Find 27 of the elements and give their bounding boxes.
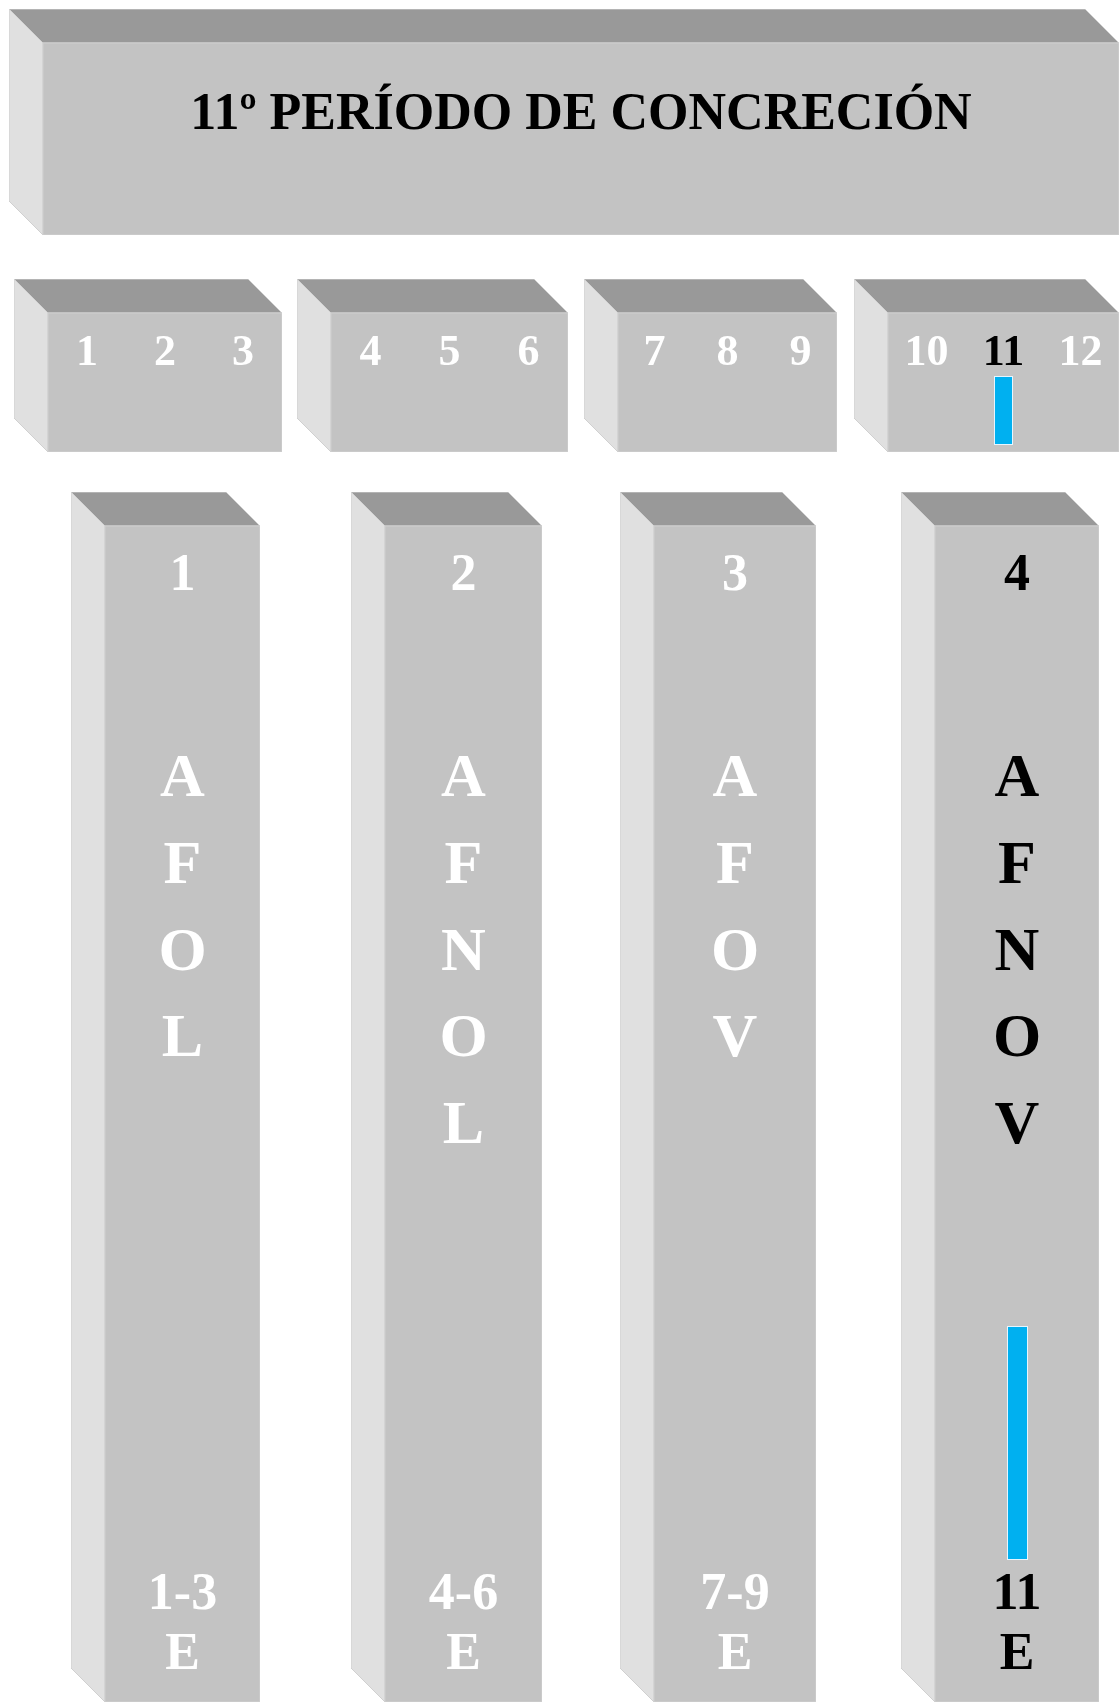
month-number: 1 [75,325,99,377]
title-text: 11º PERÍODO DE CONCRECIÓN [189,82,973,142]
month-number: 4 [358,325,383,377]
month-number: 5 [437,325,462,377]
month-number: 10 [903,325,950,377]
month-number: 6 [516,325,541,377]
column-number: 2 [449,543,478,603]
column-number: 1 [168,543,197,603]
month-number: 11 [981,325,1026,377]
column-number: 4 [1003,543,1031,603]
range-label: 11 E [991,1562,1043,1682]
range-label: 7-9 E [699,1562,771,1682]
column-number: 3 [721,543,749,603]
range-label: 4-6 E [427,1562,500,1682]
month-number: 8 [715,325,740,377]
vertical-letters: A F N O L [438,740,489,1159]
month-number: 9 [788,325,813,377]
month-number: 3 [231,325,255,377]
month-number: 2 [153,325,177,377]
month-number: 7 [642,325,667,377]
month-number: 12 [1057,325,1104,377]
highlight-bar [1006,1326,1028,1560]
highlight-bar [994,376,1013,445]
vertical-letters: A F N O V [991,740,1043,1159]
vertical-letters: A F O L [157,740,208,1072]
range-label: 1-3 E [146,1562,219,1682]
vertical-letters: A F O V [709,740,761,1072]
